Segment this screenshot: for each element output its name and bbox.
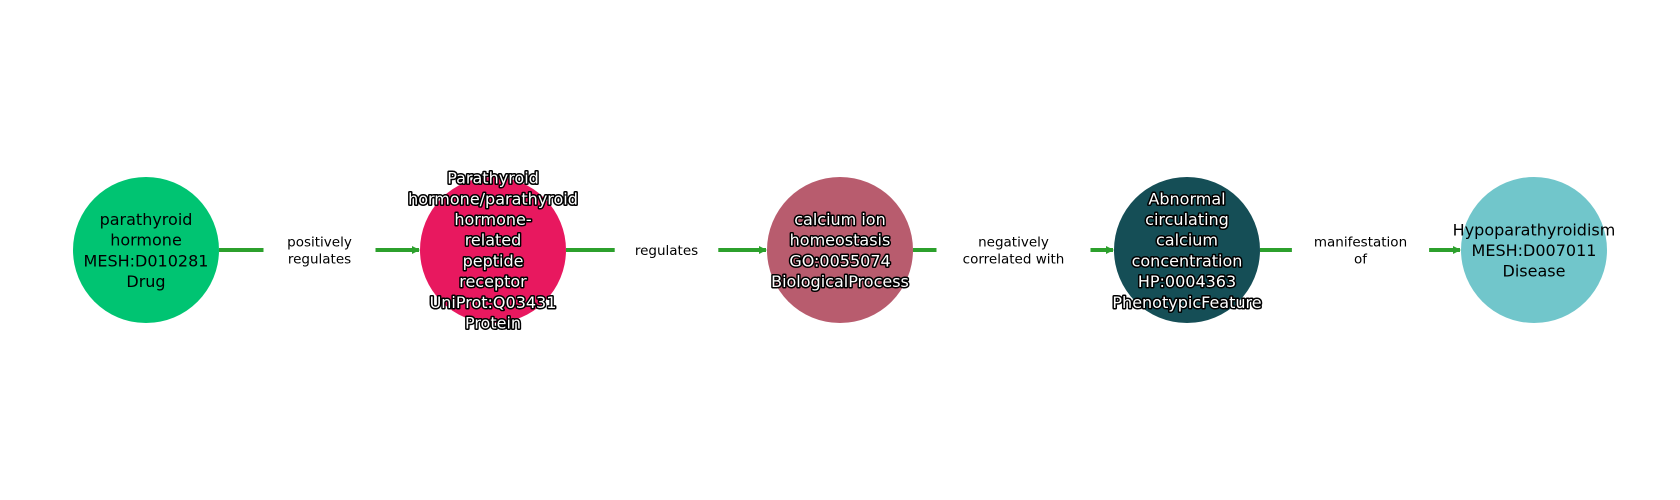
node-label: Parathyroid: [447, 169, 539, 188]
node-label: homeostasis: [790, 231, 891, 250]
node-label: MESH:D010281: [84, 251, 209, 270]
node-label: BiologicalProcess: [771, 272, 909, 291]
node-circle[interactable]: [767, 177, 913, 323]
edge-label: regulates: [288, 252, 351, 268]
edge-label: correlated with: [963, 252, 1065, 268]
node-circle[interactable]: [73, 177, 219, 323]
node-label: Protein: [465, 313, 521, 332]
node-label: calcium: [1156, 231, 1218, 250]
edge-label: negatively: [978, 235, 1049, 251]
edge-label: of: [1354, 252, 1368, 268]
node-circle[interactable]: [420, 177, 566, 323]
node-label: UniProt:Q03431: [430, 293, 557, 312]
node-label: Disease: [1503, 262, 1566, 281]
edge-label: regulates: [635, 243, 698, 259]
node-label: peptide: [463, 251, 524, 270]
node-label: hormone/parathyroid: [408, 189, 578, 208]
node-label: receptor: [459, 272, 527, 291]
edge-label: manifestation: [1314, 235, 1407, 251]
node-circle[interactable]: [1114, 177, 1260, 323]
node-label: HP:0004363: [1138, 272, 1236, 291]
node-label: PhenotypicFeature: [1112, 293, 1261, 312]
edge-label: positively: [287, 235, 352, 251]
node-label: MESH:D007011: [1472, 241, 1597, 260]
node-label: hormone-: [454, 210, 531, 229]
node-label: Drug: [126, 272, 165, 291]
node-label: concentration: [1132, 251, 1243, 270]
node-n2[interactable]: calcium ion homeostasisGO:0055074Biologic…: [767, 177, 913, 323]
node-label: circulating: [1145, 210, 1229, 229]
node-n3[interactable]: Abnormal circulating calciumconcentrationH…: [1111, 177, 1263, 323]
node-label: parathyroid: [100, 210, 193, 229]
edge: regulates: [566, 243, 767, 259]
node-label: related: [465, 231, 522, 250]
edges-layer: positivelyregulatesregulatesnegativelyco…: [219, 235, 1461, 268]
node-circle[interactable]: [1461, 177, 1607, 323]
node-label: Hypoparathyroidism: [1453, 220, 1616, 239]
node-label: hormone: [110, 231, 182, 250]
node-label: Abnormal: [1148, 189, 1225, 208]
node-label: GO:0055074: [789, 251, 890, 270]
node-label: calcium ion: [794, 210, 885, 229]
